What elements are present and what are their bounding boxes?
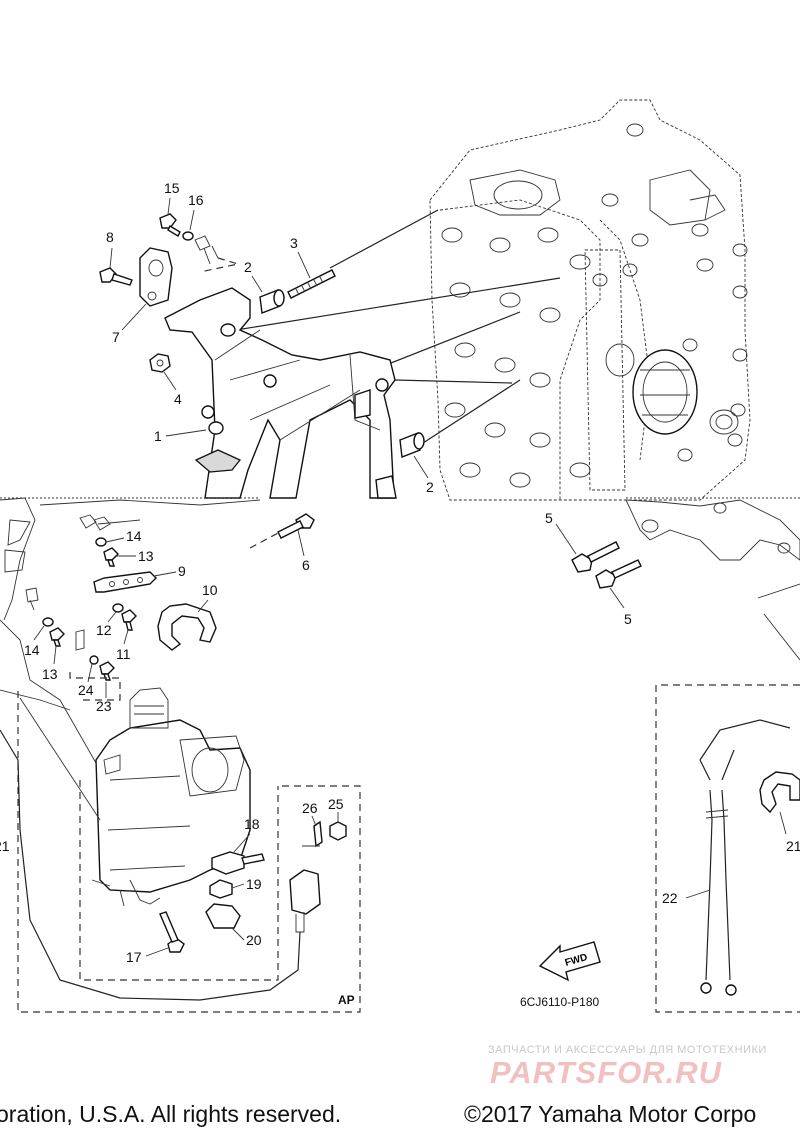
callout-5-upper: 5 <box>545 510 553 526</box>
alignment-leaders <box>235 209 561 446</box>
ap-area-label: AP <box>338 993 355 1007</box>
watermark-brand-logo: PARTSFOR.RU <box>490 1055 723 1090</box>
boot-cable <box>0 729 321 1001</box>
watermark-tagline: ЗАПЧАСТИ И АКСЕССУАРЫ ДЛЯ МОТОТЕХНИКИ <box>488 1044 767 1056</box>
callout-21-left: 21 <box>0 838 10 854</box>
callout-3: 3 <box>290 235 298 251</box>
callout-20: 20 <box>246 932 262 948</box>
starter-inset-border <box>79 780 279 981</box>
copyright-left: oration, U.S.A. All rights reserved. <box>0 1101 342 1127</box>
callout-7: 7 <box>112 329 120 345</box>
callout-24: 24 <box>78 682 94 698</box>
clamp-21 <box>759 771 800 814</box>
screw-13-upper <box>103 547 119 567</box>
clip-group-24-23 <box>69 629 121 701</box>
callout-6: 6 <box>302 557 310 573</box>
washer-12 <box>112 603 124 613</box>
washer-14-upper <box>95 537 107 547</box>
callout-26: 26 <box>302 800 318 816</box>
callout-13-upper: 13 <box>138 548 154 564</box>
nut-19 <box>209 879 233 899</box>
bolt-8 <box>99 267 133 286</box>
starter-motor-drawing <box>91 687 251 907</box>
callout-14-lower: 14 <box>24 642 40 658</box>
callout-17: 17 <box>126 949 142 965</box>
plate-7 <box>139 247 173 307</box>
callout-23: 23 <box>96 698 112 714</box>
lower-bracket-right <box>625 499 800 561</box>
fwd-arrow: FWD <box>538 941 601 982</box>
callout-11: 11 <box>116 646 131 662</box>
bolt-6 <box>249 513 315 549</box>
ap-inset-border <box>17 690 361 1013</box>
callout-22: 22 <box>662 890 678 906</box>
nut-4 <box>149 353 171 373</box>
callout-8: 8 <box>106 229 114 245</box>
lead-wire-22 <box>699 719 791 996</box>
callout-2-upper: 2 <box>244 259 252 275</box>
callout-2-lower: 2 <box>426 479 434 495</box>
callout-9: 9 <box>178 563 186 579</box>
cylinder-block-drawing <box>429 99 751 501</box>
stud-3 <box>287 269 336 299</box>
callout-labels: 1 2 2 3 4 5 5 6 7 8 9 10 11 12 13 13 14 … <box>0 180 800 965</box>
callout-12: 12 <box>96 622 112 638</box>
callout-14-upper: 14 <box>126 528 142 544</box>
callout-25: 25 <box>328 796 344 812</box>
callout-19: 19 <box>246 876 262 892</box>
screw-11 <box>121 609 137 631</box>
callout-13-lower: 13 <box>42 666 58 682</box>
washer-16 <box>182 231 194 241</box>
terminal-18 <box>211 851 265 875</box>
lead-wire-inset-border <box>655 684 800 1013</box>
lead-26 <box>302 820 323 848</box>
callout-5-lower: 5 <box>624 611 632 627</box>
leader-right <box>757 583 800 661</box>
callout-4: 4 <box>174 391 182 407</box>
callout-18: 18 <box>244 816 260 832</box>
spacer-2-upper <box>259 289 285 314</box>
callout-10: 10 <box>202 582 218 598</box>
washer-14-lower <box>42 617 54 627</box>
callout-1: 1 <box>154 428 162 444</box>
callout-16: 16 <box>188 192 204 208</box>
spacer-2-lower <box>399 432 425 458</box>
drawing-code: 6CJ6110-P180 <box>520 995 600 1009</box>
plate-9 <box>93 571 157 593</box>
bolt-15 <box>159 213 181 237</box>
terminal-clip <box>194 235 239 273</box>
bolt-17 <box>159 911 185 953</box>
callout-21-right: 21 <box>786 838 800 854</box>
bracket-drawing <box>164 287 397 499</box>
copyright-right: ©2017 Yamaha Motor Corpo <box>464 1101 757 1127</box>
bolt-5-upper <box>571 541 620 573</box>
callout-15: 15 <box>164 180 180 196</box>
screw-13-lower <box>49 627 65 647</box>
bolt-5-lower <box>595 559 642 589</box>
cap-20 <box>205 903 241 929</box>
nut-25 <box>329 821 347 841</box>
clamp-10 <box>157 603 217 651</box>
leader-1 <box>19 697 101 821</box>
